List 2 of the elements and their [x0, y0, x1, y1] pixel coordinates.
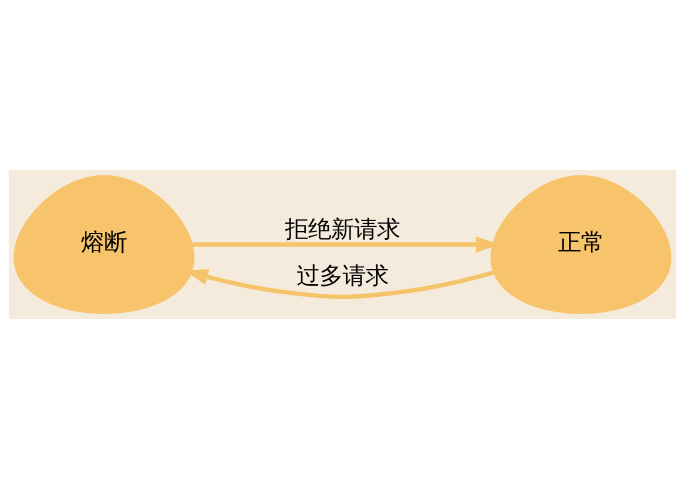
edge-label: 拒绝新请求: [285, 214, 400, 242]
edge-label: 过多请求: [296, 261, 389, 290]
